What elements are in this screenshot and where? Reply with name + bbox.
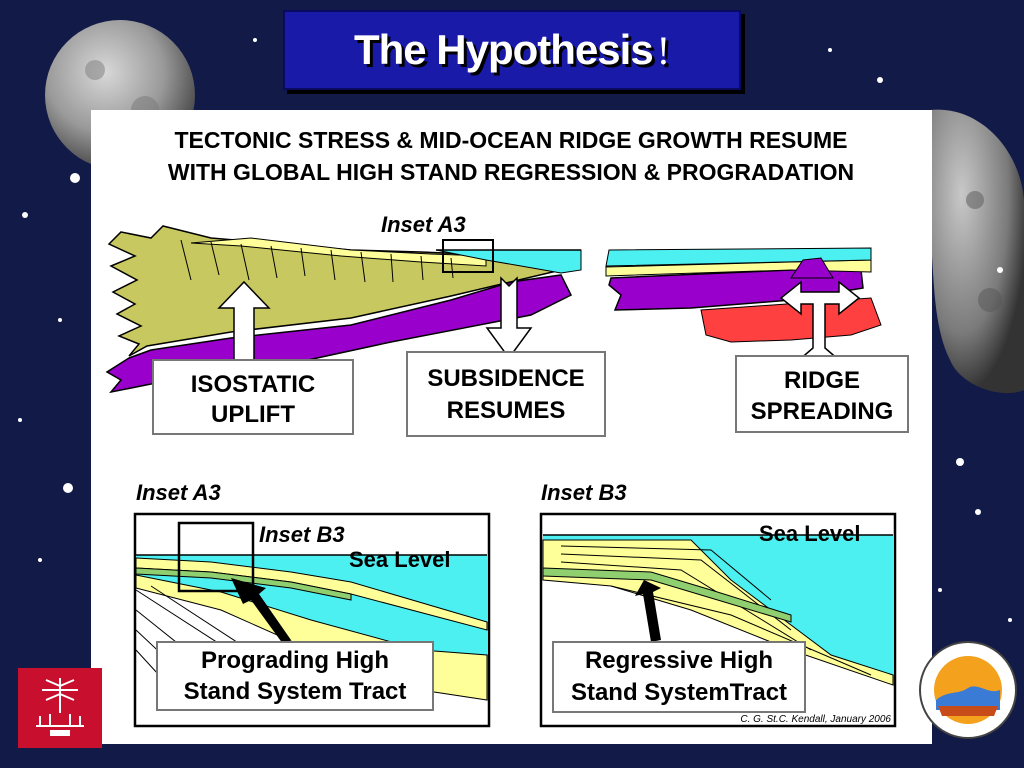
isostatic-uplift-line1: ISOSTATIC <box>191 371 315 398</box>
regressive-line2: Stand SystemTract <box>571 679 787 706</box>
credit-text: C. G. St.C. Kendall, January 2006 <box>740 714 891 725</box>
shelf-sand-layer <box>190 237 487 267</box>
mid-ocean-ridge-section <box>605 247 882 361</box>
prograding-line2: Stand System Tract <box>184 678 407 705</box>
inset-b3-title: Inset B3 <box>541 480 627 505</box>
university-palmetto-logo <box>18 668 102 748</box>
slide-title: The Hypothesis <box>353 26 654 73</box>
diagram-panel: TECTONIC STRESS & MID-OCEAN RIDGE GROWTH… <box>91 110 932 744</box>
geological-sciences-seal <box>918 640 1018 740</box>
inset-a3-title: Inset A3 <box>136 480 221 505</box>
inset-b3-pointer-arrow <box>635 580 661 642</box>
inset-b3-water <box>543 535 893 675</box>
diagram-heading-line1: TECTONIC STRESS & MID-OCEAN RIDGE GROWTH… <box>175 127 848 153</box>
inset-b3-green-band <box>542 567 792 623</box>
sea-level-label-b: Sea Level <box>759 521 861 546</box>
inset-b3-marker-label: Inset B3 <box>259 522 345 547</box>
ridge-spreading-arrow <box>779 280 861 361</box>
subsidence-resumes-line2: RESUMES <box>447 397 566 424</box>
isostatic-uplift-line2: UPLIFT <box>211 401 295 428</box>
inset-a3-marker-label: Inset A3 <box>381 212 466 237</box>
ridge-crest <box>790 257 834 279</box>
inset-a3-panel: Inset B3 Sea Level Prograding High Stand… <box>133 512 491 728</box>
diagram-heading-line2: WITH GLOBAL HIGH STAND REGRESSION & PROG… <box>168 159 854 185</box>
uplift-arrow <box>217 280 271 368</box>
prograding-line1: Prograding High <box>201 647 389 674</box>
inset-a3-green-band <box>135 567 352 601</box>
slide-title-mark: ! <box>656 27 671 73</box>
sea-level-label-a: Sea Level <box>349 547 451 572</box>
subsidence-resumes-box: SUBSIDENCE RESUMES <box>406 351 606 437</box>
isostatic-uplift-box: ISOSTATIC UPLIFT <box>152 359 354 435</box>
tectonic-diagram: TECTONIC STRESS & MID-OCEAN RIDGE GROWTH… <box>105 127 909 728</box>
ridge-spreading-line1: RIDGE <box>784 367 860 394</box>
inset-b3-marker-box <box>177 521 255 593</box>
ridge-spreading-box: RIDGE SPREADING <box>735 355 909 433</box>
crust-fault-lines <box>180 239 454 283</box>
slide-title-box: The Hypothesis ! <box>283 10 741 90</box>
subsidence-resumes-line1: SUBSIDENCE <box>427 365 584 392</box>
stars <box>18 38 1012 622</box>
subsidence-arrow <box>485 276 533 360</box>
inset-a3-pointer-arrow <box>231 578 291 644</box>
inset-a3-marker-box <box>442 239 494 273</box>
inset-b3-panel: Sea Level Regressive High Stand SystemTr… <box>539 512 897 728</box>
asteroid-image <box>928 109 1024 394</box>
ridge-spreading-line2: SPREADING <box>751 398 894 425</box>
regressive-line1: Regressive High <box>585 647 773 674</box>
